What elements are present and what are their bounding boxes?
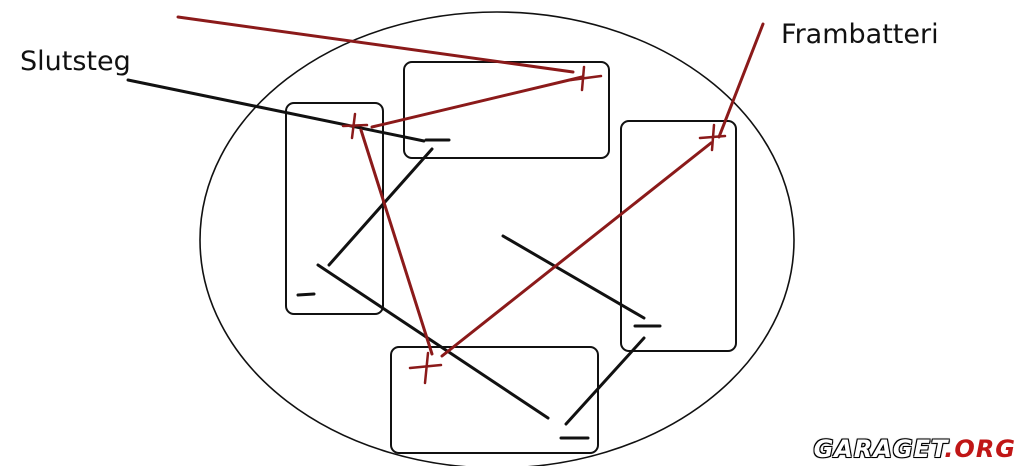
battery-right: [620, 120, 737, 352]
wire-neg-top-to-left: [327, 147, 434, 267]
plus-mark-left: [341, 112, 369, 140]
wire-slutsteg-negative: [126, 78, 426, 143]
wire-neg-right-inner: [501, 234, 646, 320]
plus-mark-bottom: [408, 351, 443, 385]
battery-bottom: [390, 346, 599, 454]
wire-neg-left-to-bottom: [316, 263, 550, 420]
minus-mark-left: [296, 292, 316, 297]
wire-pos-bottom-to-right: [440, 141, 713, 358]
battery-left: [285, 102, 384, 315]
watermark-brand: GARAGET: [813, 435, 945, 463]
wire-neg-right-to-bottom: [564, 336, 646, 426]
watermark-logo: GARAGET.ORG: [814, 436, 1016, 462]
watermark-domain: .ORG: [944, 435, 1016, 463]
plus-mark-right: [698, 123, 727, 152]
plus-mark-top: [569, 65, 603, 92]
enclosure-ellipse: [199, 11, 795, 466]
wire-pos-left-to-bottom: [359, 128, 434, 356]
wire-frambatteri-positive: [717, 22, 765, 139]
wire-top-long-positive: [176, 15, 575, 74]
wire-pos-left-to-top: [370, 75, 584, 129]
label-slutsteg: Slutsteg: [20, 46, 131, 77]
label-frambatteri: Frambatteri: [781, 19, 939, 50]
